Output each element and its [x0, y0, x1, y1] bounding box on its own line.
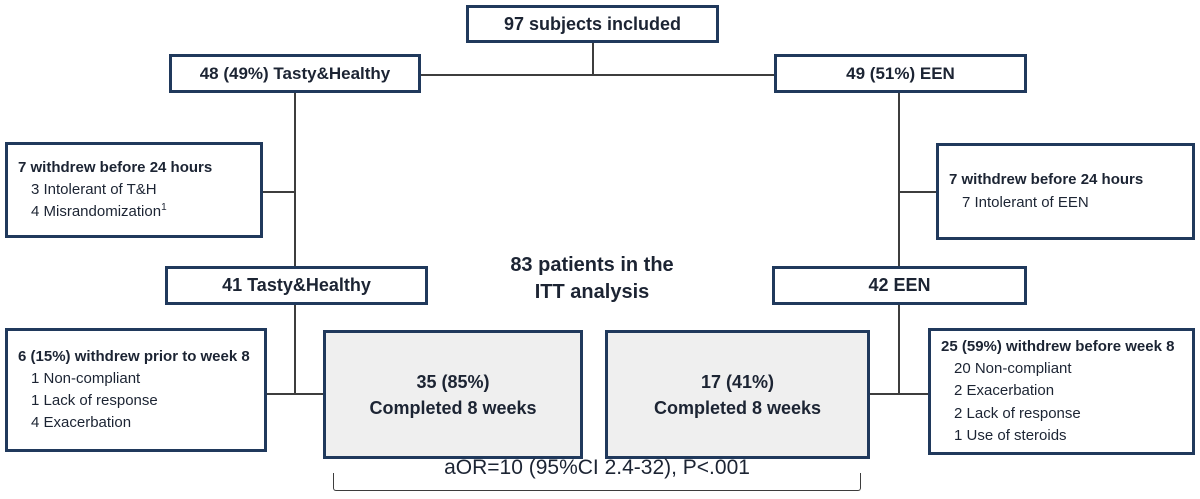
- stat-bracket: [333, 473, 861, 491]
- itt-summary-text: 83 patients in the ITT analysis: [462, 252, 722, 306]
- connector-line: [267, 393, 323, 395]
- box-completed-een: 17 (41%) Completed 8 weeks: [605, 330, 870, 459]
- connector-line: [898, 93, 900, 266]
- withdrawal-title: 7 withdrew before 24 hours: [949, 171, 1144, 189]
- withdrawal-reason: 4 Exacerbation: [31, 414, 132, 432]
- connector-line: [870, 393, 928, 395]
- box-arm-tasty-healthy: 48 (49%) Tasty&Healthy: [169, 54, 421, 93]
- withdrawal-reason: 3 Intolerant of T&H: [31, 180, 157, 198]
- footnote-marker: 1: [161, 202, 167, 214]
- completed-count: 17 (41%): [700, 371, 775, 392]
- completed-label: Completed 8 weeks: [653, 397, 822, 418]
- connector-line: [592, 43, 594, 74]
- withdrawal-title: 25 (59%) withdrew before week 8: [941, 338, 1175, 356]
- completed-label: Completed 8 weeks: [369, 397, 537, 418]
- box-completed-tasty-healthy: 35 (85%) Completed 8 weeks: [323, 330, 583, 459]
- box-withdrew-24h-tasty-healthy: 7 withdrew before 24 hours 3 Intolerant …: [5, 142, 263, 238]
- withdrawal-reason: 2 Exacerbation: [954, 382, 1055, 400]
- withdrawal-reason: 1 Use of steroids: [954, 426, 1067, 444]
- box-arm-een: 49 (51%) EEN: [774, 54, 1027, 93]
- connector-line: [263, 191, 294, 193]
- withdrawal-reason: 4 Misrandomization1: [31, 202, 167, 221]
- connector-line: [294, 305, 296, 394]
- withdrawal-reason: 1 Lack of response: [31, 392, 158, 409]
- connector-line: [898, 191, 936, 193]
- connector-line: [898, 305, 900, 394]
- withdrawal-reason: 20 Non-compliant: [954, 360, 1072, 378]
- completed-count: 35 (85%): [416, 371, 490, 392]
- stat-annotation: aOR=10 (95%CI 2.4-32), P<.001: [444, 456, 750, 479]
- itt-een-label: 42 EEN: [868, 275, 931, 295]
- withdrawal-reason: 7 Intolerant of EEN: [962, 193, 1089, 211]
- arm-een-label: 49 (51%) EEN: [846, 63, 955, 83]
- itt-tasty-healthy-label: 41 Tasty&Healthy: [222, 275, 371, 295]
- box-withdrew-week8-een: 25 (59%) withdrew before week 8 20 Non-c…: [928, 328, 1195, 455]
- box-withdrew-24h-een: 7 withdrew before 24 hours 7 Intolerant …: [936, 143, 1195, 240]
- total-subjects-label: 97 subjects included: [503, 13, 682, 34]
- withdrawal-reason: 1 Non-compliant: [31, 369, 141, 387]
- box-itt-tasty-healthy: 41 Tasty&Healthy: [165, 266, 428, 305]
- itt-summary-line1: 83 patients in the: [510, 254, 674, 276]
- box-itt-een: 42 EEN: [772, 266, 1027, 305]
- box-withdrew-week8-tasty-healthy: 6 (15%) withdrew prior to week 8 1 Non-c…: [5, 328, 267, 452]
- arm-tasty-healthy-label: 48 (49%) Tasty&Healthy: [199, 63, 391, 83]
- connector-line: [421, 74, 774, 76]
- box-total-subjects: 97 subjects included: [466, 5, 719, 43]
- itt-summary-line2: ITT analysis: [534, 281, 650, 303]
- connector-line: [294, 93, 296, 266]
- withdrawal-title: 7 withdrew before 24 hours: [18, 158, 213, 176]
- withdrawal-title: 6 (15%) withdrew prior to week 8: [18, 347, 250, 365]
- withdrawal-reason: 2 Lack of response: [954, 404, 1081, 422]
